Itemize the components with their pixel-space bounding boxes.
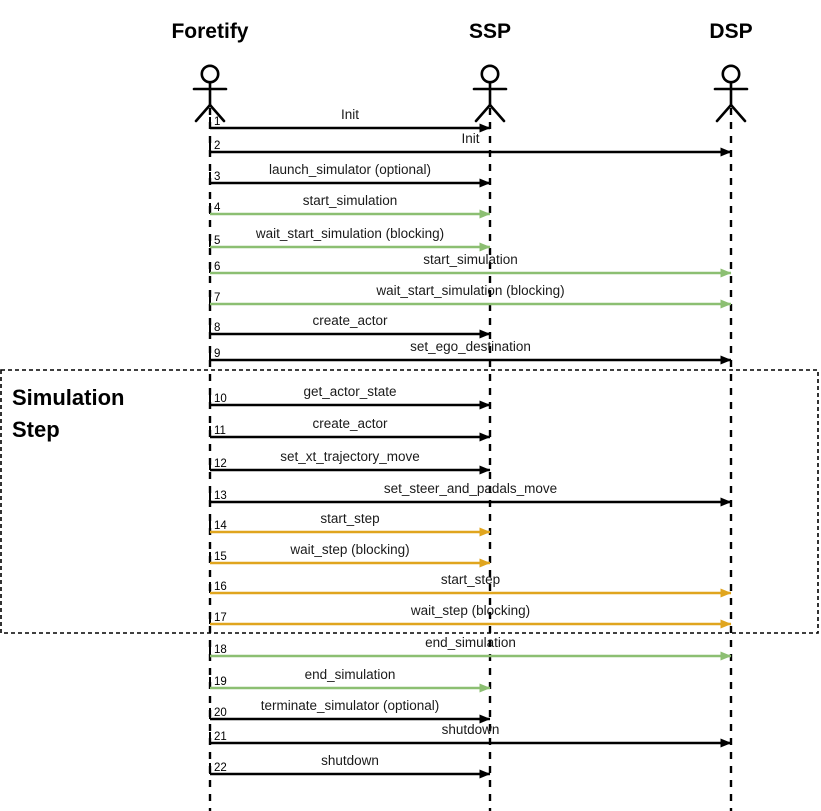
message-sequence-number: 17: [214, 612, 227, 624]
message-10: 10 get_actor_state: [209, 384, 491, 410]
message-sequence-number: 7: [214, 292, 220, 304]
message-label: Init: [461, 131, 479, 146]
message-4: 4 start_simulation: [209, 193, 491, 219]
message-sequence-number: 10: [214, 393, 227, 405]
actor-icon-ssp: [472, 64, 508, 123]
message-sequence-number: 3: [214, 171, 220, 183]
message-label: wait_step (blocking): [410, 603, 530, 618]
message-15: 15 wait_step (blocking): [209, 542, 491, 568]
message-5: 5 wait_start_simulation (blocking): [209, 226, 491, 252]
message-sequence-number: 22: [214, 762, 227, 774]
message-sequence-number: 2: [214, 140, 220, 152]
lifeline-title-ssp: SSP: [469, 20, 511, 43]
message-label: wait_start_simulation (blocking): [375, 283, 564, 298]
lifeline-dsp: DSP: [709, 20, 753, 811]
message-label: wait_start_simulation (blocking): [255, 226, 444, 241]
message-9: 9 set_ego_destination: [209, 339, 732, 365]
message-1: 1 Init: [209, 107, 491, 133]
message-3: 3 launch_simulator (optional): [209, 162, 491, 188]
message-sequence-number: 11: [214, 425, 226, 437]
fragment-title-line2: Step: [12, 417, 60, 442]
actor-icon-foretify: [192, 64, 228, 123]
lifeline-title-foretify: Foretify: [171, 20, 248, 43]
message-sequence-number: 6: [214, 261, 220, 273]
actor-icon-dsp: [713, 64, 749, 123]
message-label: shutdown: [442, 722, 500, 737]
message-sequence-number: 21: [214, 731, 227, 743]
message-16: 16 start_step: [209, 572, 732, 598]
message-sequence-number: 14: [214, 520, 227, 532]
message-22: 22 shutdown: [209, 753, 491, 779]
message-label: start_step: [441, 572, 500, 587]
message-label: set_xt_trajectory_move: [280, 449, 420, 464]
message-label: set_steer_and_padals_move: [384, 481, 557, 496]
message-2: 2 Init: [209, 131, 732, 157]
message-8: 8 create_actor: [209, 313, 491, 339]
message-17: 17 wait_step (blocking): [209, 603, 732, 629]
lifeline-ssp: SSP: [469, 20, 511, 811]
message-sequence-number: 15: [214, 551, 227, 563]
message-7: 7 wait_start_simulation (blocking): [209, 283, 732, 309]
fragment-title-line1: Simulation: [12, 385, 124, 410]
message-sequence-number: 16: [214, 581, 227, 593]
message-sequence-number: 9: [214, 348, 220, 360]
message-label: start_simulation: [303, 193, 398, 208]
message-14: 14 start_step: [209, 511, 491, 537]
message-6: 6 start_simulation: [209, 252, 732, 278]
message-sequence-number: 4: [214, 202, 221, 214]
message-label: end_simulation: [425, 635, 516, 650]
message-sequence-number: 13: [214, 490, 227, 502]
message-sequence-number: 1: [214, 116, 220, 128]
message-label: start_simulation: [423, 252, 518, 267]
lifelines-layer: Foretify SSP DSP: [171, 20, 753, 811]
message-sequence-number: 5: [214, 235, 220, 247]
message-19: 19 end_simulation: [209, 667, 491, 693]
message-sequence-number: 20: [214, 707, 227, 719]
message-label: create_actor: [312, 313, 388, 328]
message-label: shutdown: [321, 753, 379, 768]
message-label: set_ego_destination: [410, 339, 531, 354]
lifeline-foretify: Foretify: [171, 20, 249, 811]
message-label: create_actor: [312, 416, 388, 431]
message-18: 18 end_simulation: [209, 635, 732, 661]
message-label: launch_simulator (optional): [269, 162, 431, 177]
message-13: 13 set_steer_and_padals_move: [209, 481, 732, 507]
message-label: start_step: [320, 511, 379, 526]
message-sequence-number: 19: [214, 676, 227, 688]
message-sequence-number: 18: [214, 644, 227, 656]
message-label: get_actor_state: [303, 384, 396, 399]
message-label: end_simulation: [305, 667, 396, 682]
message-sequence-number: 12: [214, 458, 227, 470]
message-label: terminate_simulator (optional): [261, 698, 440, 713]
message-label: Init: [341, 107, 359, 122]
message-21: 21 shutdown: [209, 722, 732, 748]
message-20: 20 terminate_simulator (optional): [209, 698, 491, 724]
message-sequence-number: 8: [214, 322, 220, 334]
message-12: 12 set_xt_trajectory_move: [209, 449, 491, 475]
message-11: 11 create_actor: [209, 416, 491, 442]
lifeline-title-dsp: DSP: [709, 20, 752, 43]
message-label: wait_step (blocking): [289, 542, 409, 557]
